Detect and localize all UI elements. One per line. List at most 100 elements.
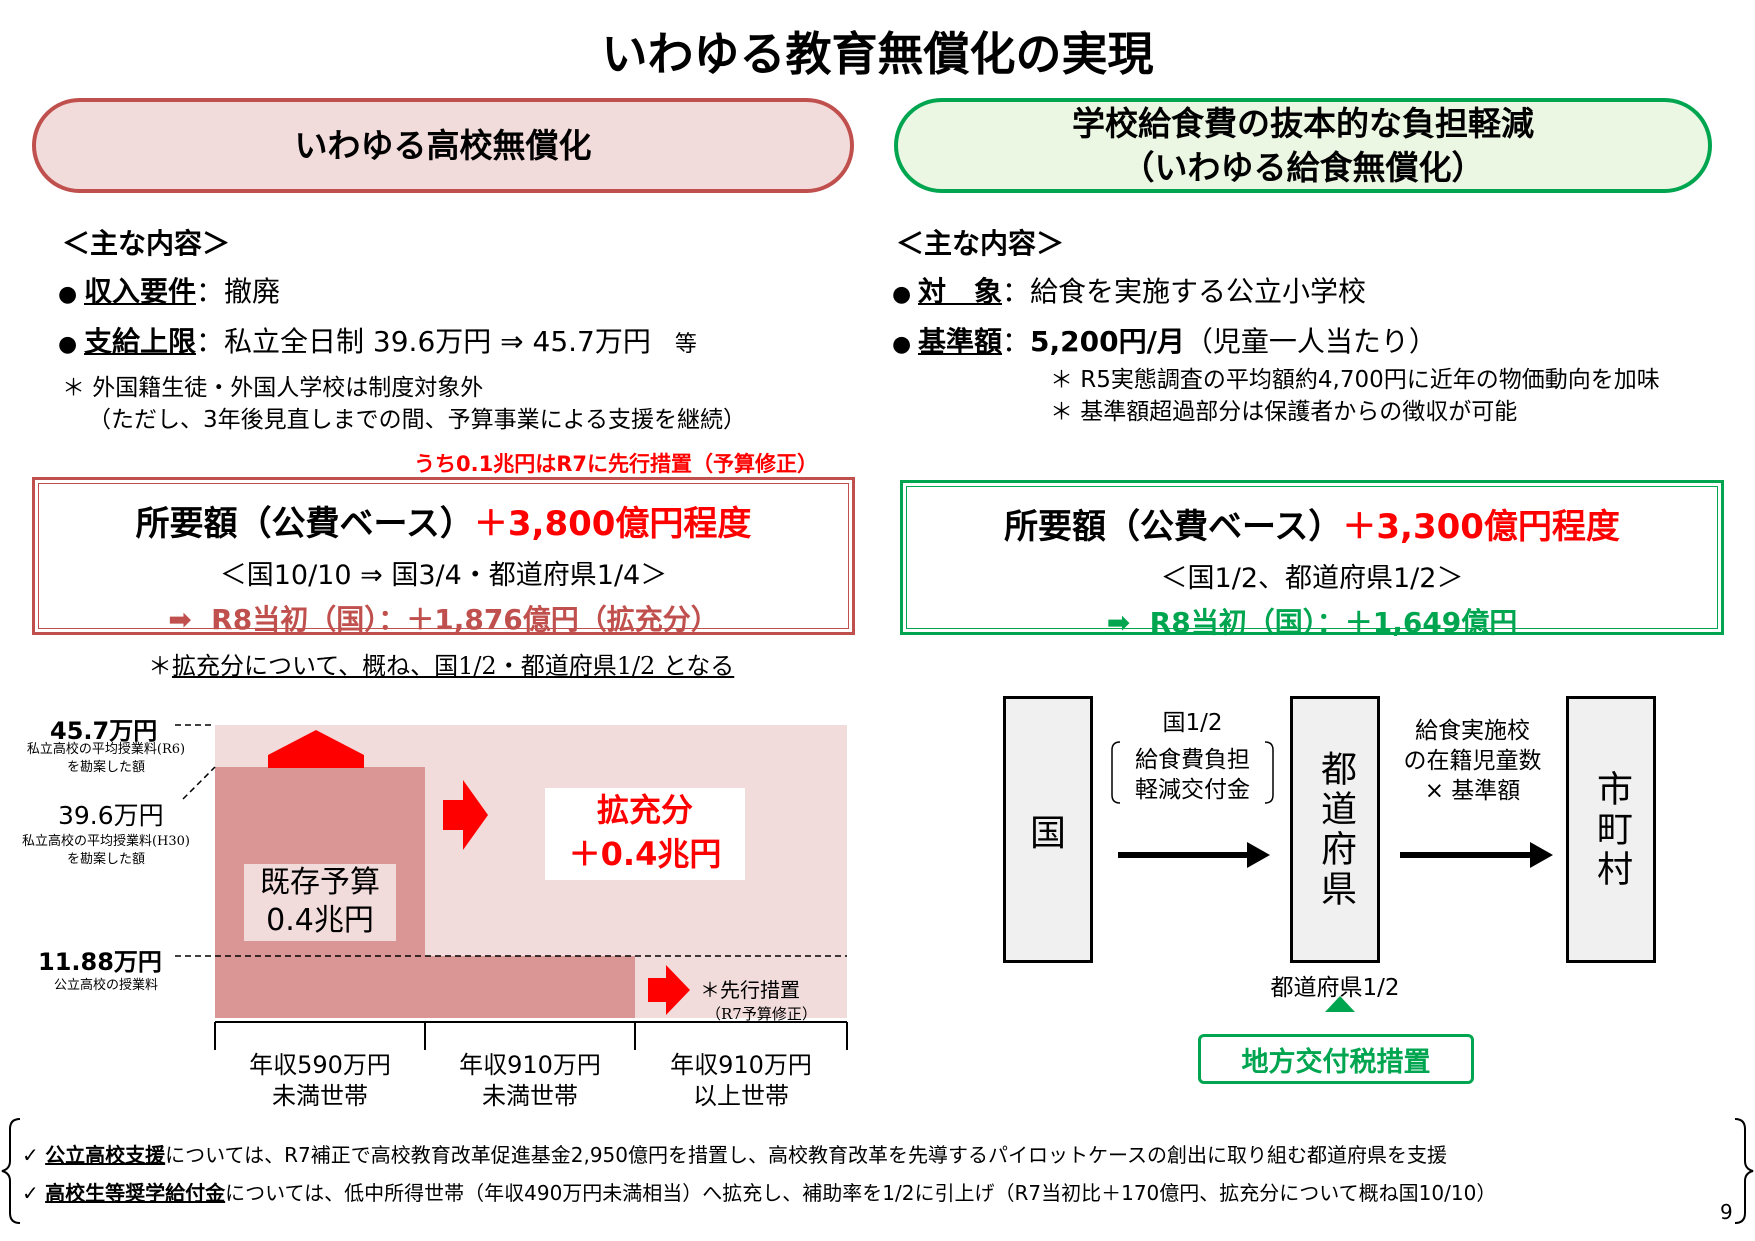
footer-item-1: ✓ 公立高校支援については、R7補正で高校教育改革促進基金2,950億円を措置し…: [22, 1139, 1447, 1168]
category-2-line1: 年収910万円: [459, 1051, 601, 1079]
local-allocation-tax-label: 地方交付税措置: [1241, 1046, 1431, 1078]
municipality-box: 市町村: [1566, 696, 1656, 963]
country-label: 国: [1029, 812, 1066, 854]
school-lunch-heading: 学校給食費の抜本的な負担軽減 （いわゆる給食無償化）: [894, 98, 1712, 193]
category-2-line2: 未満世帯: [482, 1082, 578, 1110]
category-1: 年収590万円 未満世帯: [215, 1050, 425, 1112]
school-lunch-heading-line2: （いわゆる給食無償化）: [1121, 147, 1485, 187]
expansion-line2: ＋0.4兆円: [568, 835, 722, 873]
limit-suffix: 等: [674, 332, 697, 357]
bracket-right: [1264, 741, 1274, 804]
income-key: 収入要件: [84, 275, 197, 308]
standard-key: 基準額: [918, 325, 1003, 358]
flow-country-share: 国1/2: [1162, 710, 1223, 736]
up-arrow-icon: [268, 730, 364, 768]
flow-grant-line1: 給食費負担: [1135, 747, 1250, 773]
income-text: ：撤廃: [196, 275, 281, 308]
high-school-heading: いわゆる高校無償化: [32, 98, 854, 193]
bullet-icon: ●: [58, 332, 78, 357]
standard-amount: 5,200円/月: [1030, 325, 1185, 358]
right-note-2: ＊ 基準額超過部分は保護者からの徴収が可能: [1050, 399, 1518, 425]
prefecture-box: 都道府県: [1290, 696, 1380, 963]
flow-grant-line2: 軽減交付金: [1135, 777, 1250, 803]
label-39-6: 39.6万円: [58, 801, 164, 830]
bullet-icon: ●: [892, 332, 912, 357]
advance-line2: （R7予算修正）: [706, 1005, 817, 1023]
page-number: 9: [1720, 1200, 1733, 1224]
r8-line: ➡ R8当初（国）：＋1,649億円: [907, 601, 1717, 641]
existing-budget-line1: 既存予算: [260, 865, 380, 900]
cost-label: 所要額（公費ベース）: [135, 504, 474, 544]
standard-colon: ：: [1002, 325, 1031, 358]
bracket-left: [1111, 741, 1121, 804]
cost-ratio: ＜国10/10 ⇒ 国3/4・都道府県1/4＞: [219, 560, 668, 591]
dash-39-6: [182, 766, 216, 800]
label-45-7: 45.7万円: [50, 717, 158, 745]
target-text: ：給食を実施する公立小学校: [1002, 275, 1367, 308]
category-1-line2: 未満世帯: [272, 1082, 368, 1110]
advance-measure-label: ＊先行措置 （R7予算修正）: [700, 978, 845, 1026]
advance-measure-note: うち0.1兆円はR7に先行措置（予算修正）: [414, 452, 818, 476]
cost-amount: ＋3,300億円程度: [1342, 507, 1620, 547]
bullet-icon: ●: [892, 282, 912, 307]
note-45-7: 私立高校の平均授業料(R6) を勘案した額: [6, 741, 206, 777]
left-note-1: ＊ 外国籍生徒・外国人学校は制度対象外: [62, 375, 484, 401]
note-39-6: 私立高校の平均授業料(H30) を勘案した額: [6, 833, 206, 869]
cost-line: 所要額（公費ベース）＋3,300億円程度: [907, 499, 1717, 548]
standard-rest: （児童一人当たり）: [1184, 325, 1437, 358]
left-footnote: ＊拡充分について、概ね、国1/2・都道府県1/2 となる: [148, 646, 734, 681]
r8-text: R8当初（国）：＋1,876億円（拡充分）: [211, 603, 719, 636]
cost-amount: ＋3,800億円程度: [473, 504, 752, 544]
label-11-88: 11.88万円: [38, 948, 162, 976]
footnote-star: ＊: [148, 652, 172, 680]
arrow-right-icon: ➡: [168, 603, 212, 636]
limit-text: ：私立全日制 39.6万円 ⇒ 45.7万円: [196, 325, 651, 358]
flow-graphics: [1111, 741, 1553, 1012]
check-icon: ✓: [22, 1181, 39, 1205]
category-3-line1: 年収910万円: [670, 1051, 812, 1079]
right-arrow-icon: [443, 780, 488, 850]
high-school-cost-box: 所要額（公費ベース）＋3,800億円程度 ＜国10/10 ⇒ 国3/4・都道府県…: [32, 477, 855, 638]
note-39-6-line1: 私立高校の平均授業料(H30): [21, 834, 191, 849]
expansion-label: 拡充分 ＋0.4兆円: [545, 788, 745, 880]
note-45-7-line2: を勘案した額: [66, 760, 145, 775]
right-item-target: ● 対 象 ：給食を実施する公立小学校: [892, 270, 1366, 310]
local-allocation-tax-box: 地方交付税措置: [1198, 1034, 1474, 1084]
footer-item-1-text: については、R7補正で高校教育改革促進基金2,950億円を措置し、高校教育改革を…: [165, 1143, 1448, 1167]
chart-middle-bar: [425, 956, 635, 1018]
check-icon: ✓: [22, 1143, 39, 1167]
footer-item-2-key: 高校生等奨学給付金: [45, 1181, 226, 1205]
r8-line: ➡ R8当初（国）：＋1,876億円（拡充分）: [39, 598, 848, 638]
category-3: 年収910万円 以上世帯: [635, 1050, 847, 1112]
note-45-7-line1: 私立高校の平均授業料(R6): [26, 742, 186, 757]
right-item-standard: ● 基準額 ： 5,200円/月 （児童一人当たり）: [892, 320, 1437, 360]
footer-item-2-text: については、低中所得世帯（年収490万円未満相当）へ拡充し、補助率を1/2に引上…: [225, 1181, 1497, 1205]
category-1-line1: 年収590万円: [249, 1051, 391, 1079]
r8-text: R8当初（国）：＋1,649億円: [1149, 606, 1518, 639]
note-11-88: 公立高校の授業料: [53, 978, 158, 993]
school-lunch-heading-line1: 学校給食費の抜本的な負担軽減: [1072, 103, 1534, 143]
flow-grant: 給食費負担 軽減交付金: [1120, 745, 1265, 805]
existing-budget-label: 既存予算 0.4兆円: [244, 864, 396, 941]
existing-budget-line2: 0.4兆円: [266, 903, 374, 938]
page-title: いわゆる教育無償化の実現: [601, 27, 1154, 81]
left-subheading: ＜主な内容＞: [62, 227, 231, 260]
category-2: 年収910万円 未満世帯: [425, 1050, 635, 1112]
target-key: 対 象: [918, 275, 1003, 308]
right-subheading: ＜主な内容＞: [896, 227, 1065, 260]
footer-item-2: ✓ 高校生等奨学給付金については、低中所得世帯（年収490万円未満相当）へ拡充し…: [22, 1177, 1496, 1206]
right-note-1: ＊ R5実態調査の平均額約4,700円に近年の物価動向を加味: [1050, 367, 1660, 393]
flow-arrow-1-icon: [1247, 842, 1270, 868]
limit-key: 支給上限: [84, 325, 197, 358]
country-box: 国: [1003, 696, 1093, 963]
flow-calc-line2: の在籍児童数: [1403, 748, 1542, 774]
left-item-limit: ● 支給上限 ：私立全日制 39.6万円 ⇒ 45.7万円 等: [58, 320, 697, 360]
flow-arrow-2-icon: [1530, 842, 1553, 868]
up-triangle-icon: [1325, 996, 1355, 1012]
expansion-line1: 拡充分: [596, 791, 693, 829]
arrow-right-icon: ➡: [1106, 606, 1150, 639]
cost-line: 所要額（公費ベース）＋3,800億円程度: [39, 496, 848, 545]
cost-label: 所要額（公費ベース）: [1004, 507, 1343, 547]
category-3-line2: 以上世帯: [693, 1082, 789, 1110]
footnote-text: 拡充分について、概ね、国1/2・都道府県1/2 となる: [172, 652, 735, 680]
